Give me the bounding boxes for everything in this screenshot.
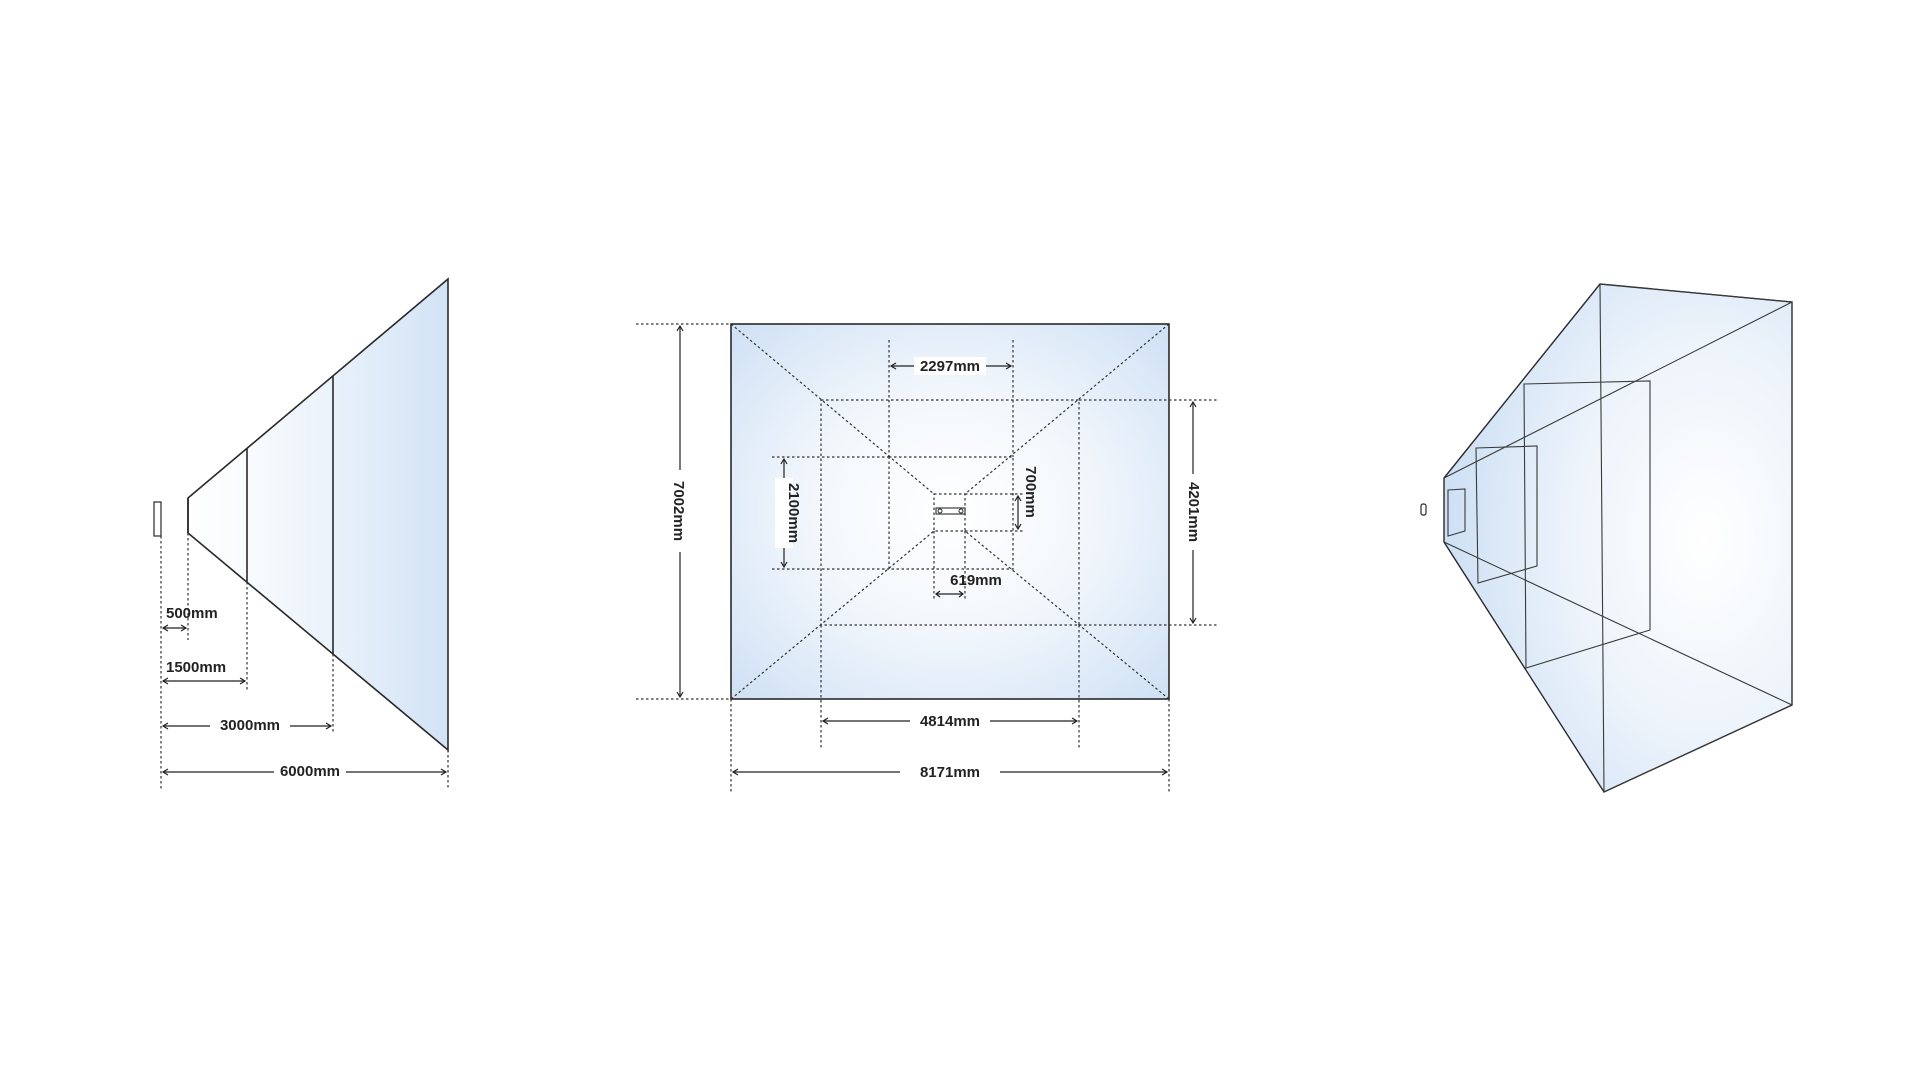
dim-2297mm: 2297mm <box>920 358 980 375</box>
dim-3000mm: 3000mm <box>220 717 280 734</box>
rect-2297 <box>888 456 1014 570</box>
dim-2100mm: 2100mm <box>785 483 802 543</box>
projector-front <box>935 507 966 515</box>
front-view: 2297mm 619mm 4814mm 8171mm 7002mm 2100mm <box>636 323 1219 792</box>
perspective-view <box>1420 283 1793 793</box>
side-view: 500mm 1500mm 3000mm 6000mm <box>153 277 449 790</box>
near-plane-1 <box>1475 445 1538 584</box>
rect-4814 <box>820 399 1080 626</box>
mid-plane <box>1523 380 1651 669</box>
near-plane-2 <box>1447 488 1466 537</box>
side-cone <box>187 277 449 752</box>
dim-8171mm: 8171mm <box>920 764 980 781</box>
dim-500mm: 500mm <box>166 605 218 622</box>
dim-7002mm: 7002mm <box>670 481 687 541</box>
rect-619 <box>933 493 966 532</box>
dim-1500mm: 1500mm <box>166 659 226 676</box>
projector-box <box>153 501 162 537</box>
perspective-frustum <box>1443 283 1793 793</box>
projector-icon <box>1420 503 1427 516</box>
dim-619mm: 619mm <box>950 572 1002 589</box>
dim-6000mm: 6000mm <box>280 763 340 780</box>
dim-4814mm: 4814mm <box>920 713 980 730</box>
dim-700mm: 700mm <box>1022 466 1039 518</box>
dim-4201mm: 4201mm <box>1185 482 1202 542</box>
